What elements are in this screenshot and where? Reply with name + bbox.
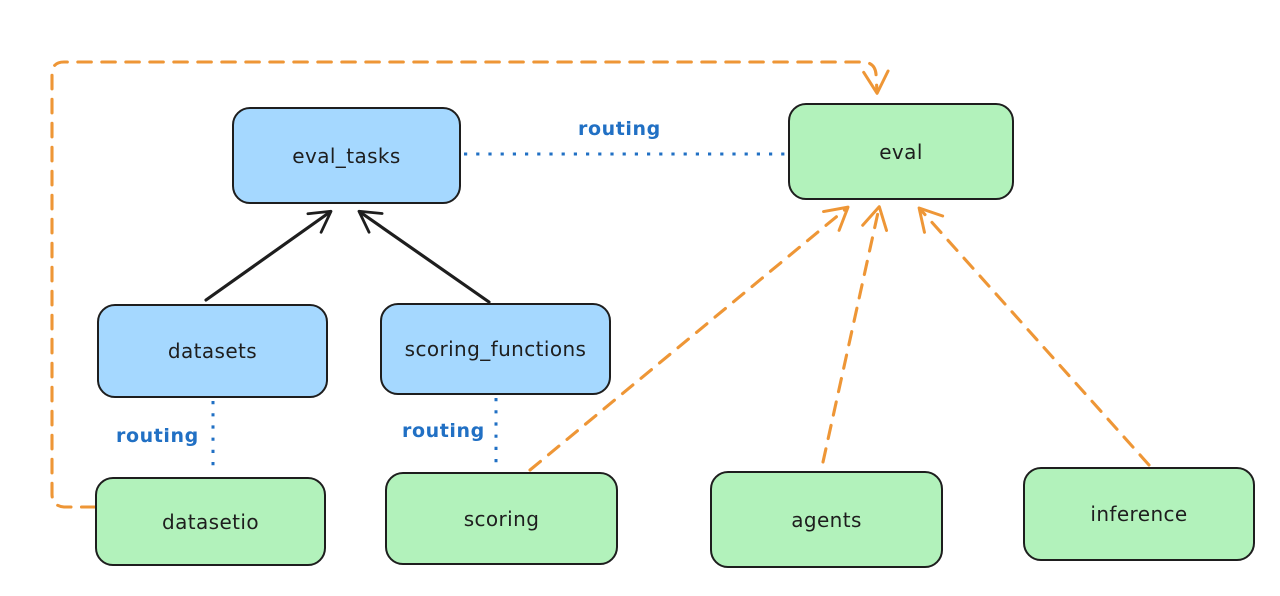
edge-scoring_functions-eval_tasks [357,209,491,304]
node-eval-tasks-label: eval_tasks [292,143,401,168]
edge-label-routing-scoring-functions-scoring: routing [402,420,485,442]
node-scoring-functions: scoring_functions [380,303,611,395]
edge-label-routing-datasets-datasetio: routing [116,425,199,447]
node-eval: eval [788,103,1014,200]
node-agents: agents [710,471,943,568]
node-inference-label: inference [1090,502,1188,526]
edge-inference-eval [917,206,1151,467]
edge-agents-eval [821,205,889,464]
node-eval-tasks: eval_tasks [232,107,461,204]
node-inference: inference [1023,467,1255,561]
node-scoring-label: scoring [463,506,540,531]
node-datasetio-label: datasetio [161,509,259,534]
node-agents-label: agents [791,507,862,532]
edge-datasets-eval_tasks [204,209,333,302]
node-datasets: datasets [97,304,328,398]
node-eval-label: eval [879,139,923,164]
node-scoring-functions-label: scoring_functions [404,337,587,361]
node-scoring: scoring [385,472,618,565]
node-datasets-label: datasets [167,339,258,363]
node-datasetio: datasetio [95,477,326,566]
edge-label-routing-eval-tasks-eval: routing [578,118,661,140]
